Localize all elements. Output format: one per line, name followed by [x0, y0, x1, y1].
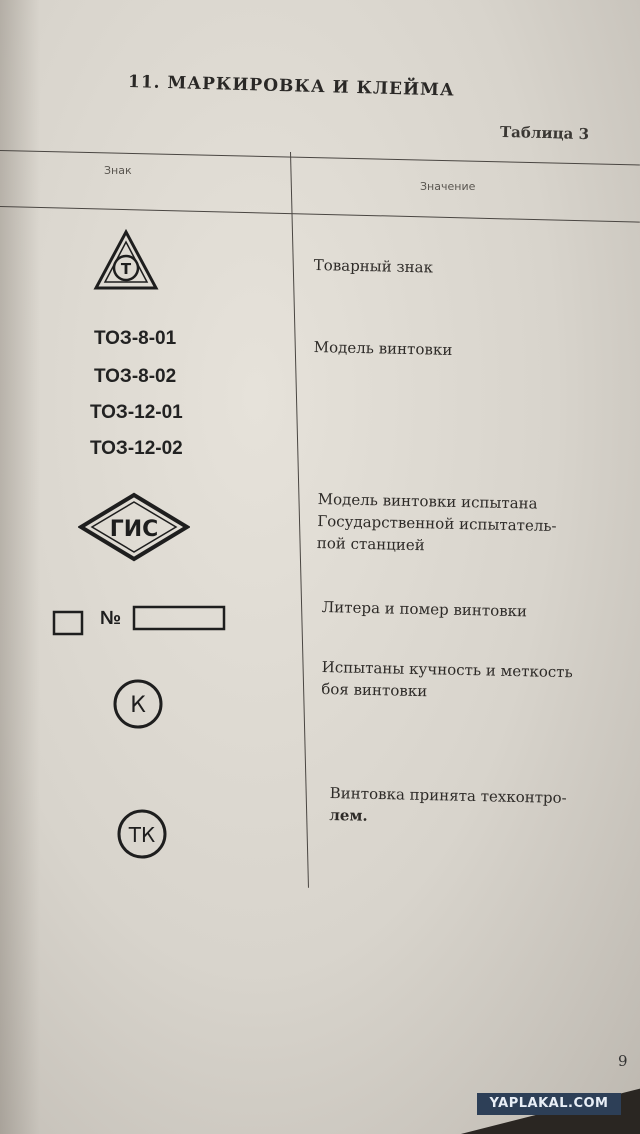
page-number: 9: [618, 1052, 628, 1070]
watermark: YAPLAKAL.COM: [477, 1093, 621, 1115]
trademark-letter: Т: [121, 260, 132, 278]
model-item: ТОЗ-12-02: [90, 438, 183, 459]
column-header-sign: Знак: [104, 164, 132, 177]
trademark-triangle-icon: Т: [93, 228, 159, 290]
tk-circle-icon: ТК: [117, 809, 167, 859]
number-symbol: №: [100, 608, 122, 629]
table-label: Таблица 3: [499, 122, 590, 144]
number-box-icon: [132, 605, 226, 631]
gis-letters: ГИС: [110, 517, 159, 542]
meaning-gis: Модель винтовки испытана Государственной…: [317, 488, 628, 560]
model-item: ТОЗ-8-01: [94, 328, 177, 349]
model-item: ТОЗ-8-02: [94, 366, 177, 387]
k-circle-icon: К: [113, 679, 163, 729]
model-item: ТОЗ-12-01: [90, 402, 183, 423]
meaning-k: Испытаны кучность и меткость боя винтовк…: [321, 656, 632, 706]
tk-letters: ТК: [128, 823, 155, 847]
meaning-tk: Винтовка принята техконтро- лем.: [329, 782, 640, 832]
gis-diamond-icon: ГИС: [78, 492, 190, 562]
letter-box-icon: [52, 610, 84, 636]
page-shadow: [0, 0, 40, 1134]
k-letter: К: [130, 693, 146, 718]
column-header-meaning: Значение: [420, 180, 476, 193]
